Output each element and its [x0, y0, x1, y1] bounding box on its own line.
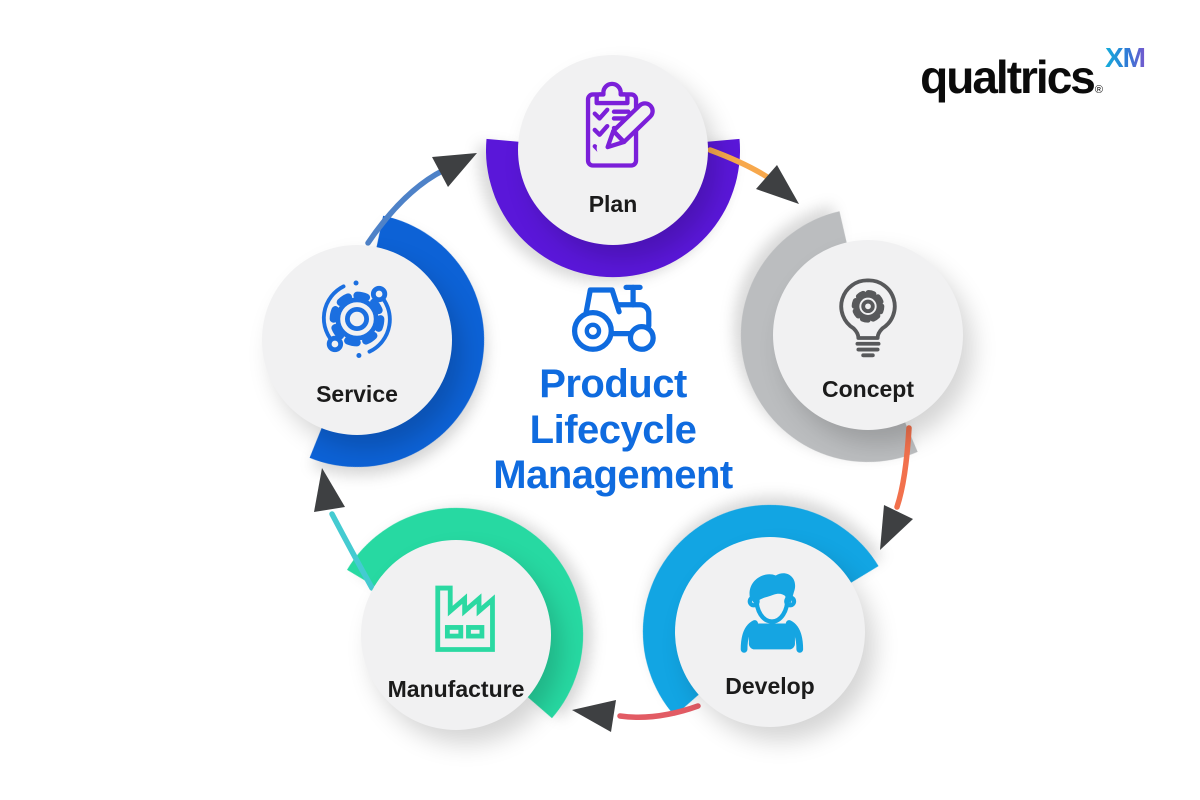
- manufacture-label: Manufacture: [387, 676, 525, 702]
- logo-registered-mark: ®: [1094, 84, 1103, 96]
- qualtrics-logo: qualtrics ® XM: [920, 42, 1146, 103]
- concept-arc: [740, 211, 918, 462]
- stage-plan: Plan: [483, 20, 743, 280]
- gear-orbit-icon: [321, 280, 392, 358]
- concept-circle: Concept: [773, 240, 963, 430]
- service-label: Service: [316, 381, 398, 407]
- service-circle: Service: [262, 245, 452, 435]
- center-title-line-1: Product: [539, 362, 687, 406]
- develop-label: Develop: [725, 673, 815, 699]
- stage-concept: Concept: [738, 205, 998, 465]
- center-title-line-2: Lifecycle: [529, 407, 697, 452]
- clipboard-checklist-icon: [585, 81, 661, 168]
- plan-label: Plan: [588, 191, 638, 217]
- logo-brand-text: qualtrics: [920, 51, 1096, 103]
- tractor-icon: [571, 284, 656, 352]
- stage-manufacture: Manufacture: [326, 505, 586, 765]
- stage-service: Service: [227, 210, 487, 470]
- lightbulb-gear-icon: [839, 278, 897, 358]
- develop-arc: [642, 504, 879, 716]
- developer-icon: [740, 573, 804, 653]
- stage-develop: Develop: [640, 502, 900, 762]
- develop-circle: Develop: [675, 537, 865, 727]
- center-block: Product Lifecycle Management: [433, 278, 793, 499]
- service-arc: [309, 215, 485, 468]
- concept-label: Concept: [822, 376, 914, 402]
- manufacture-circle: Manufacture: [361, 540, 551, 730]
- logo-xm-suffix: XM: [1105, 42, 1146, 73]
- plan-circle: Plan: [518, 55, 708, 245]
- center-title-line-3: Management: [493, 453, 733, 498]
- manufacture-arc: [347, 507, 584, 719]
- factory-icon: [435, 585, 495, 652]
- center-title: Product Lifecycle Management: [433, 362, 793, 499]
- plan-arc: [486, 138, 740, 278]
